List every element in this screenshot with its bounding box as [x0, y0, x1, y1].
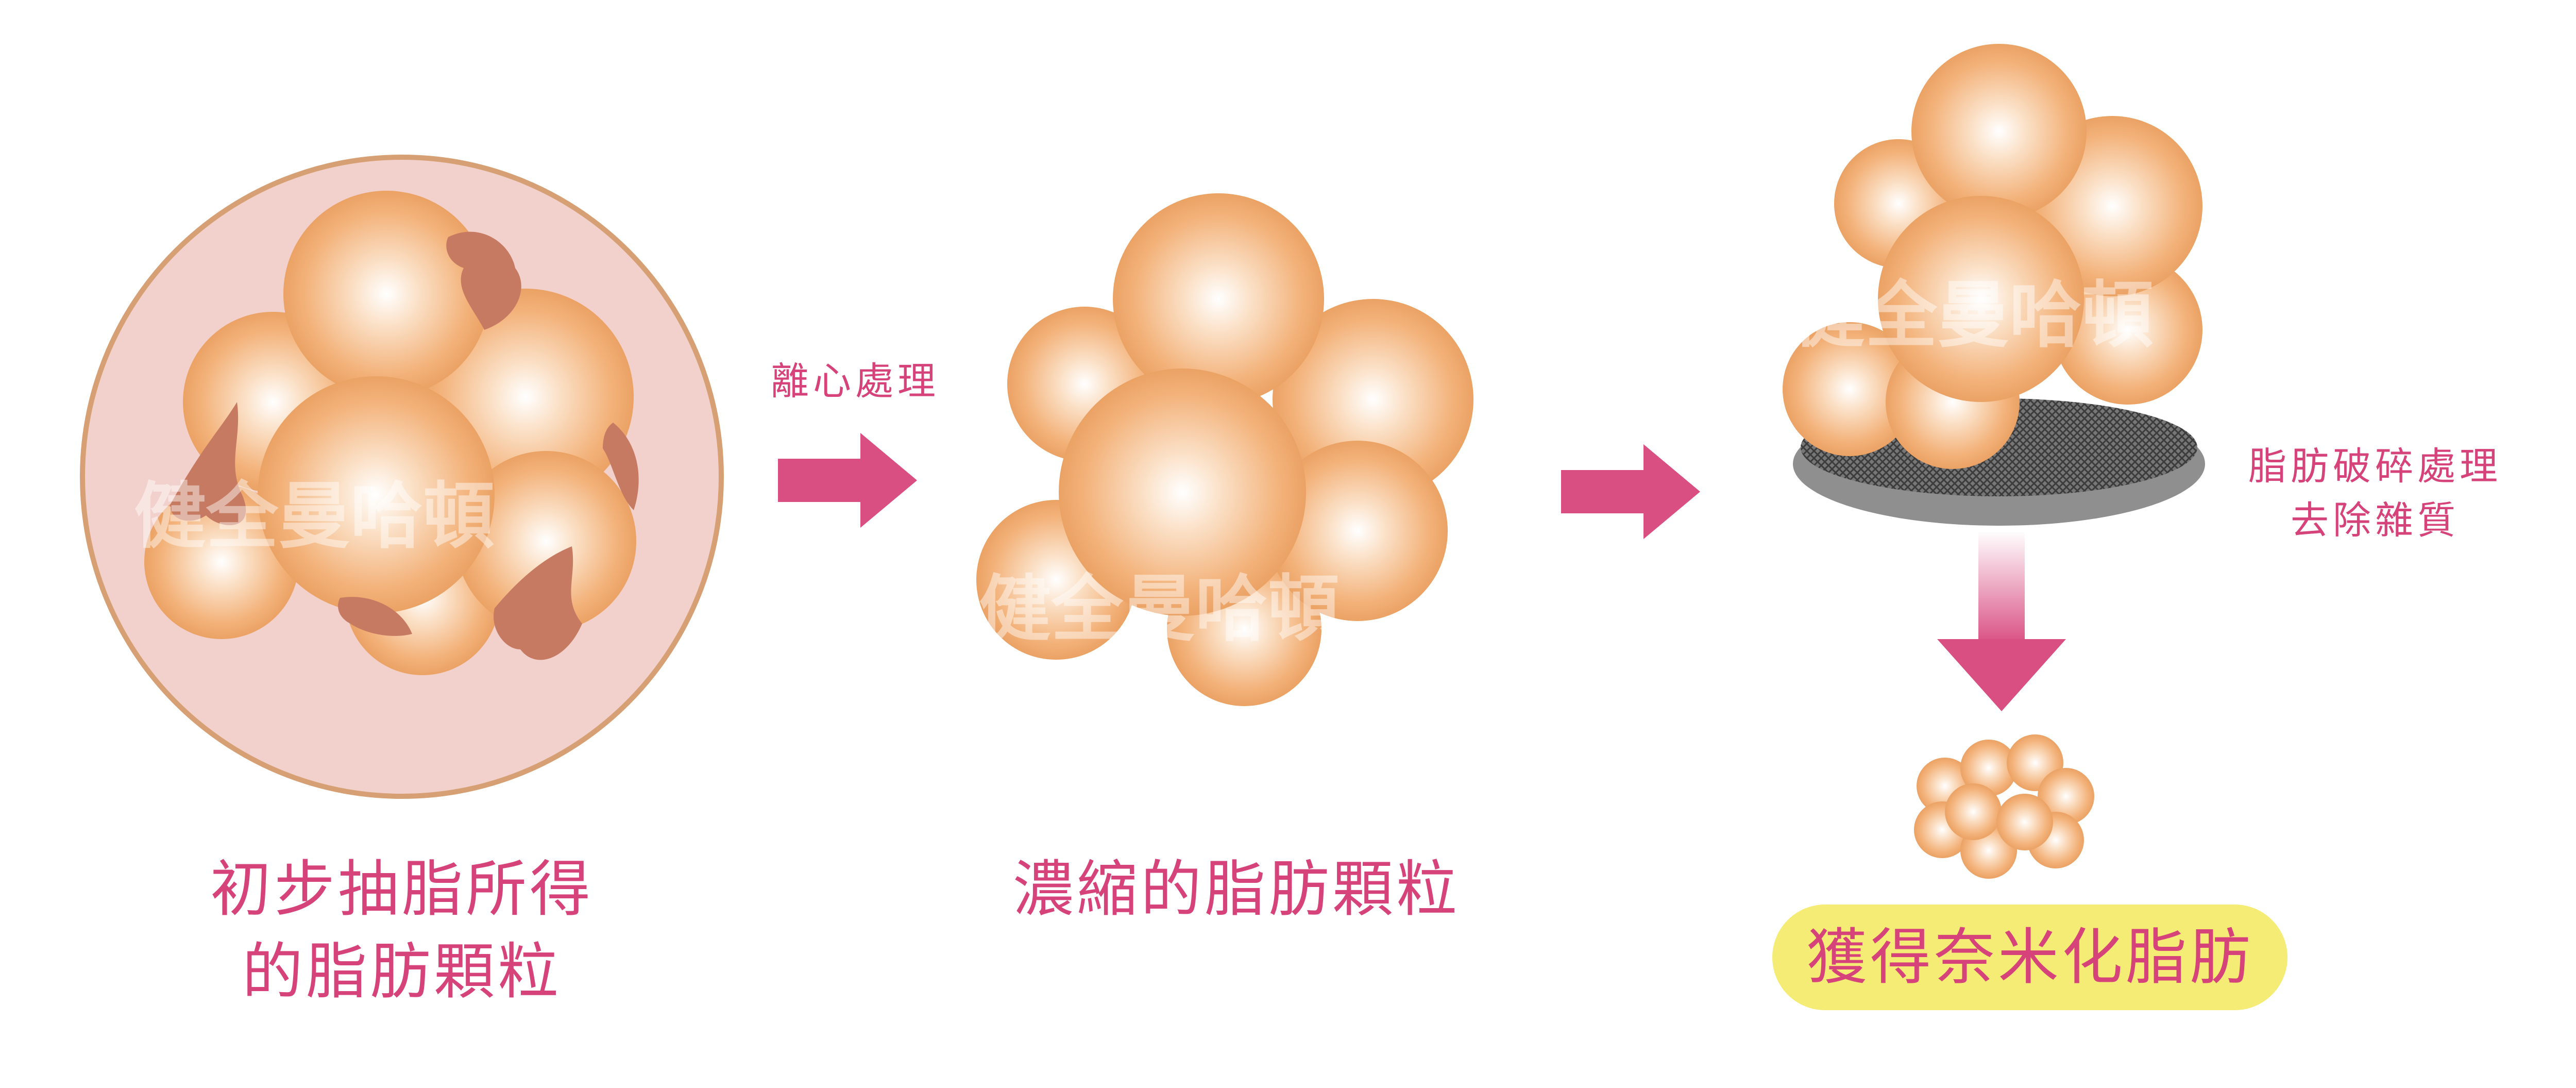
fat-globule [1113, 193, 1324, 405]
fat-globule [1783, 322, 1917, 456]
fiber-strand [446, 231, 521, 330]
nano-fat-cluster [1914, 734, 2094, 879]
filter-outlet-stem [1978, 531, 2025, 644]
fat-globule [1267, 441, 1448, 621]
fiber-strand [603, 423, 639, 510]
watermark-text: 健全曼哈頓 [1793, 274, 2154, 358]
watermark-text: 健全曼哈頓 [134, 475, 495, 559]
stage2-caption: 濃縮的脂肪顆粒 [1012, 853, 1460, 925]
nano-fat-particle [1945, 783, 2002, 840]
fat-globule [144, 484, 299, 639]
fiber-strand [338, 597, 412, 636]
watermark-text: 健全曼哈頓 [979, 567, 1340, 651]
fat-globule [258, 376, 495, 613]
fat-globule [1911, 44, 2087, 219]
fat-globule [283, 191, 489, 397]
final-caption-highlight [1772, 905, 2287, 1010]
nano-fat-particle [2038, 768, 2094, 825]
step2-label-line2: 去除雜質 [2291, 498, 2460, 543]
stage3-caption: 獲得奈米化脂肪 [1806, 922, 2253, 993]
step1-label: 離心處理 [771, 359, 940, 404]
nano-fat-particle [1996, 794, 2053, 850]
fat-globule [456, 451, 636, 631]
stage1-caption-line1: 初步抽脂所得 [210, 853, 594, 925]
right-arrow-icon [778, 433, 917, 528]
fat-globule [1059, 369, 1306, 616]
fiber-strand [494, 546, 582, 660]
raw-fat-cluster [80, 155, 724, 799]
filter-assembly [1783, 44, 2205, 711]
right-arrow-icon [1561, 444, 1700, 539]
fat-globule [1878, 196, 2084, 402]
step2-label-line1: 脂肪破碎處理 [2248, 444, 2502, 489]
down-arrow-icon [1937, 639, 2066, 711]
stage1-caption-line2: 的脂肪顆粒 [242, 936, 562, 1007]
concentrated-fat-cluster [976, 193, 1473, 706]
fiber-strand [170, 402, 246, 526]
nano-fat-particle [1960, 740, 2017, 796]
